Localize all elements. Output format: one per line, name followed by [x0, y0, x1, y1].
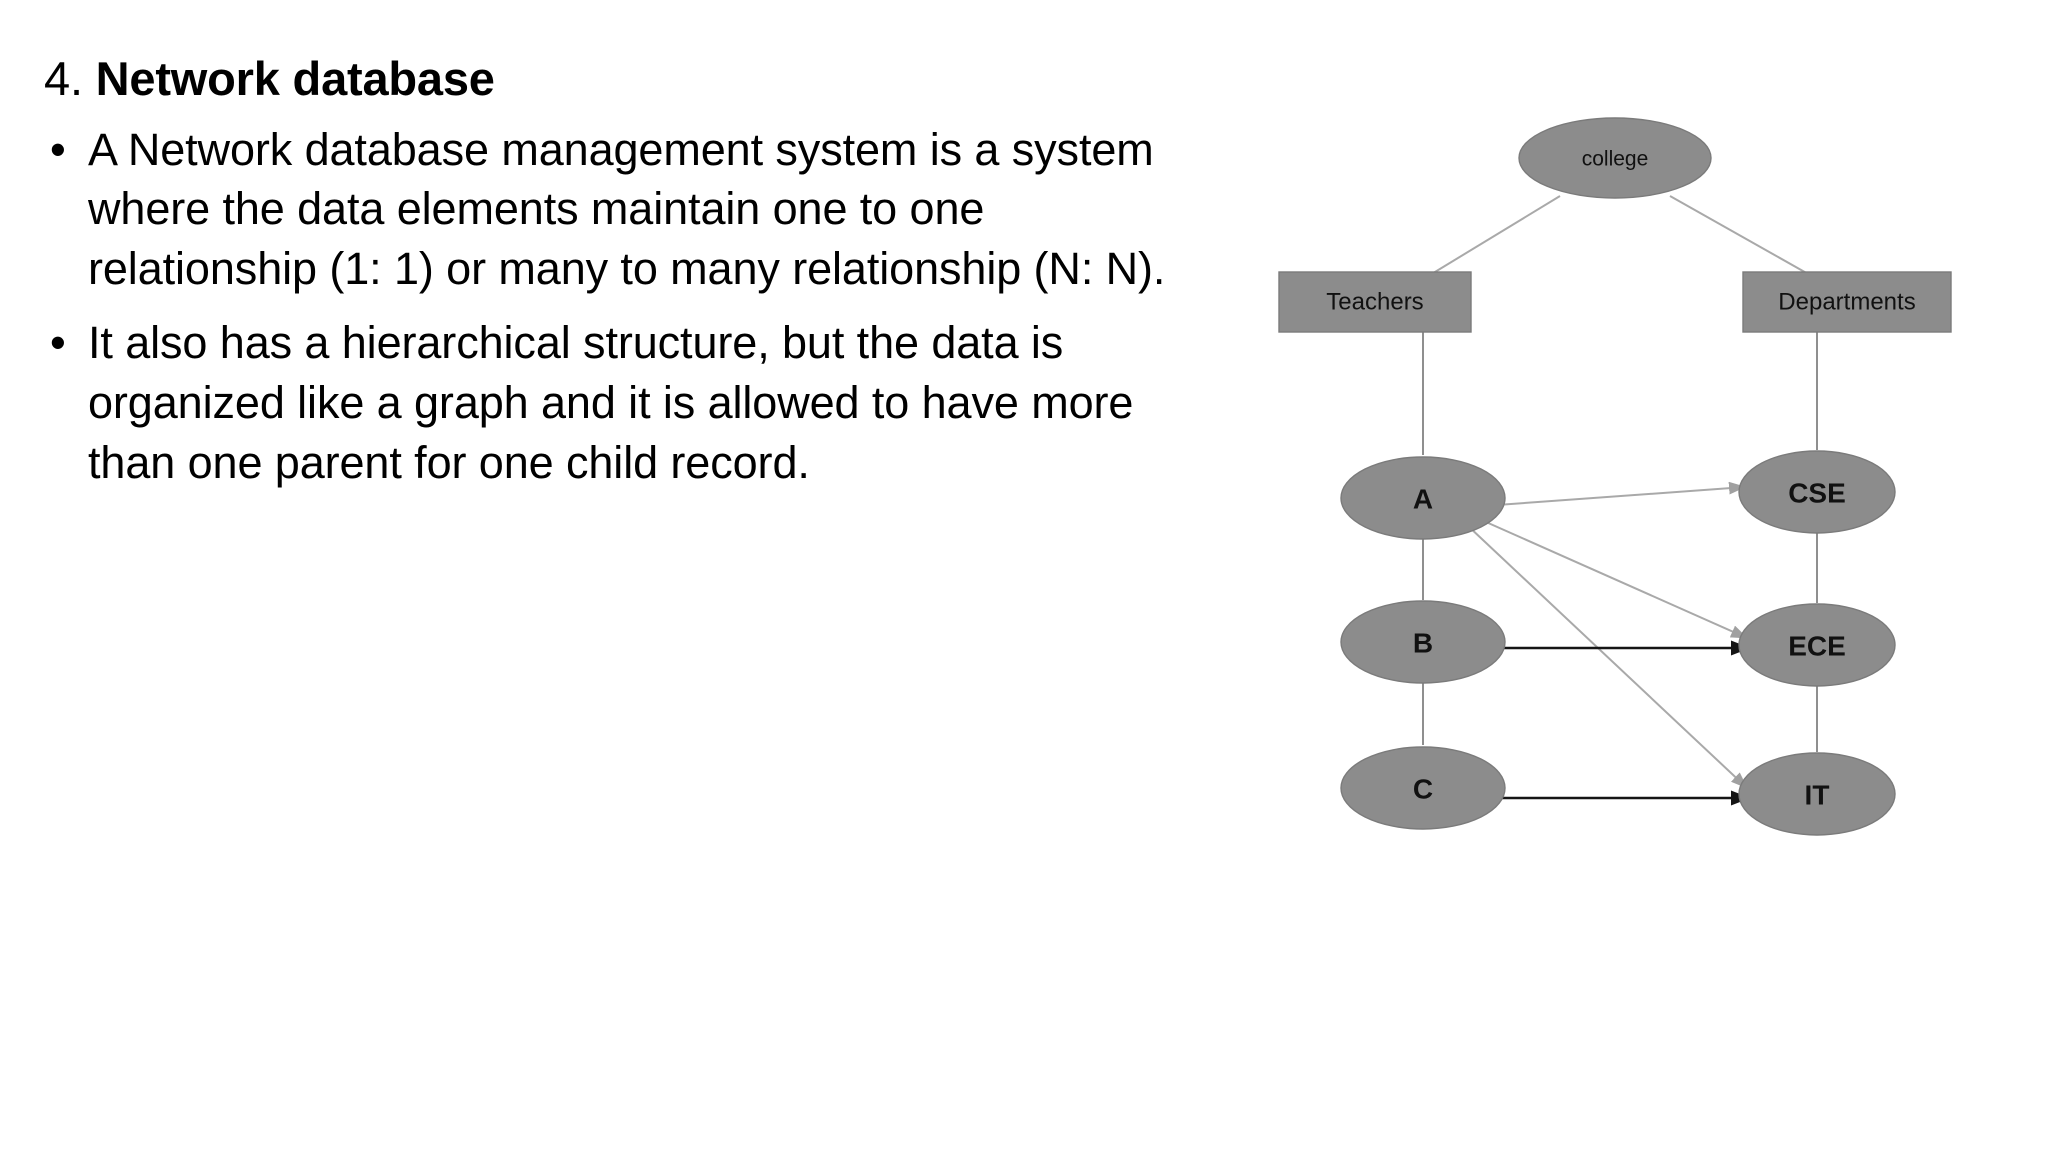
node-teachers-shape[interactable] — [1278, 271, 1472, 333]
node-teachers[interactable]: Teachers — [1278, 271, 1472, 333]
edge-a-ece — [1476, 517, 1748, 639]
bullet-marker-icon: • — [50, 123, 66, 175]
node-ece-shape[interactable] — [1738, 603, 1896, 687]
node-a-label: A — [1413, 484, 1433, 515]
list-item: • It also has a hierarchical structure, … — [44, 313, 1184, 493]
node-c[interactable]: C — [1340, 746, 1506, 830]
node-b[interactable]: B — [1340, 600, 1506, 684]
node-c-shape[interactable] — [1340, 746, 1506, 830]
node-departments-shape[interactable] — [1742, 271, 1952, 333]
diagram-edges — [1422, 195, 1818, 806]
diagram-svg: college Teachers Departments A B C — [1278, 117, 1952, 836]
node-b-shape[interactable] — [1340, 600, 1506, 684]
node-c-label: C — [1413, 774, 1433, 805]
page-title: 4. Network database — [44, 52, 1184, 106]
node-departments-label: Departments — [1778, 289, 1915, 316]
node-ece[interactable]: ECE — [1738, 603, 1896, 687]
title-number: 4. — [44, 52, 83, 105]
edge-college-departments — [1669, 195, 1811, 276]
slide-text-pane: 4. Network database • A Network database… — [44, 52, 1184, 507]
bullet-marker-icon: • — [50, 317, 66, 369]
node-cse-shape[interactable] — [1738, 450, 1896, 534]
node-it[interactable]: IT — [1738, 752, 1896, 836]
node-college-shape[interactable] — [1518, 117, 1712, 199]
bullet-text: A Network database management system is … — [88, 123, 1166, 295]
node-ece-label: ECE — [1788, 631, 1846, 662]
node-teachers-label: Teachers — [1326, 289, 1423, 316]
title-text: Network database — [95, 52, 495, 105]
node-b-label: B — [1413, 628, 1433, 659]
bullet-text: It also has a hierarchical structure, bu… — [88, 317, 1134, 488]
node-a-shape[interactable] — [1340, 456, 1506, 540]
edge-college-teachers — [1429, 195, 1561, 276]
node-a[interactable]: A — [1340, 456, 1506, 540]
node-it-label: IT — [1805, 780, 1830, 811]
node-cse[interactable]: CSE — [1738, 450, 1896, 534]
bullet-list: • A Network database management system i… — [44, 120, 1184, 493]
list-item: • A Network database management system i… — [44, 120, 1184, 300]
network-database-diagram: college Teachers Departments A B C — [1255, 110, 1975, 920]
node-college-label: college — [1582, 148, 1649, 171]
node-cse-label: CSE — [1788, 478, 1846, 509]
node-college[interactable]: college — [1518, 117, 1712, 199]
edge-a-cse — [1482, 481, 1746, 507]
node-it-shape[interactable] — [1738, 752, 1896, 836]
node-departments[interactable]: Departments — [1742, 271, 1952, 333]
edge-a-it — [1466, 524, 1748, 789]
